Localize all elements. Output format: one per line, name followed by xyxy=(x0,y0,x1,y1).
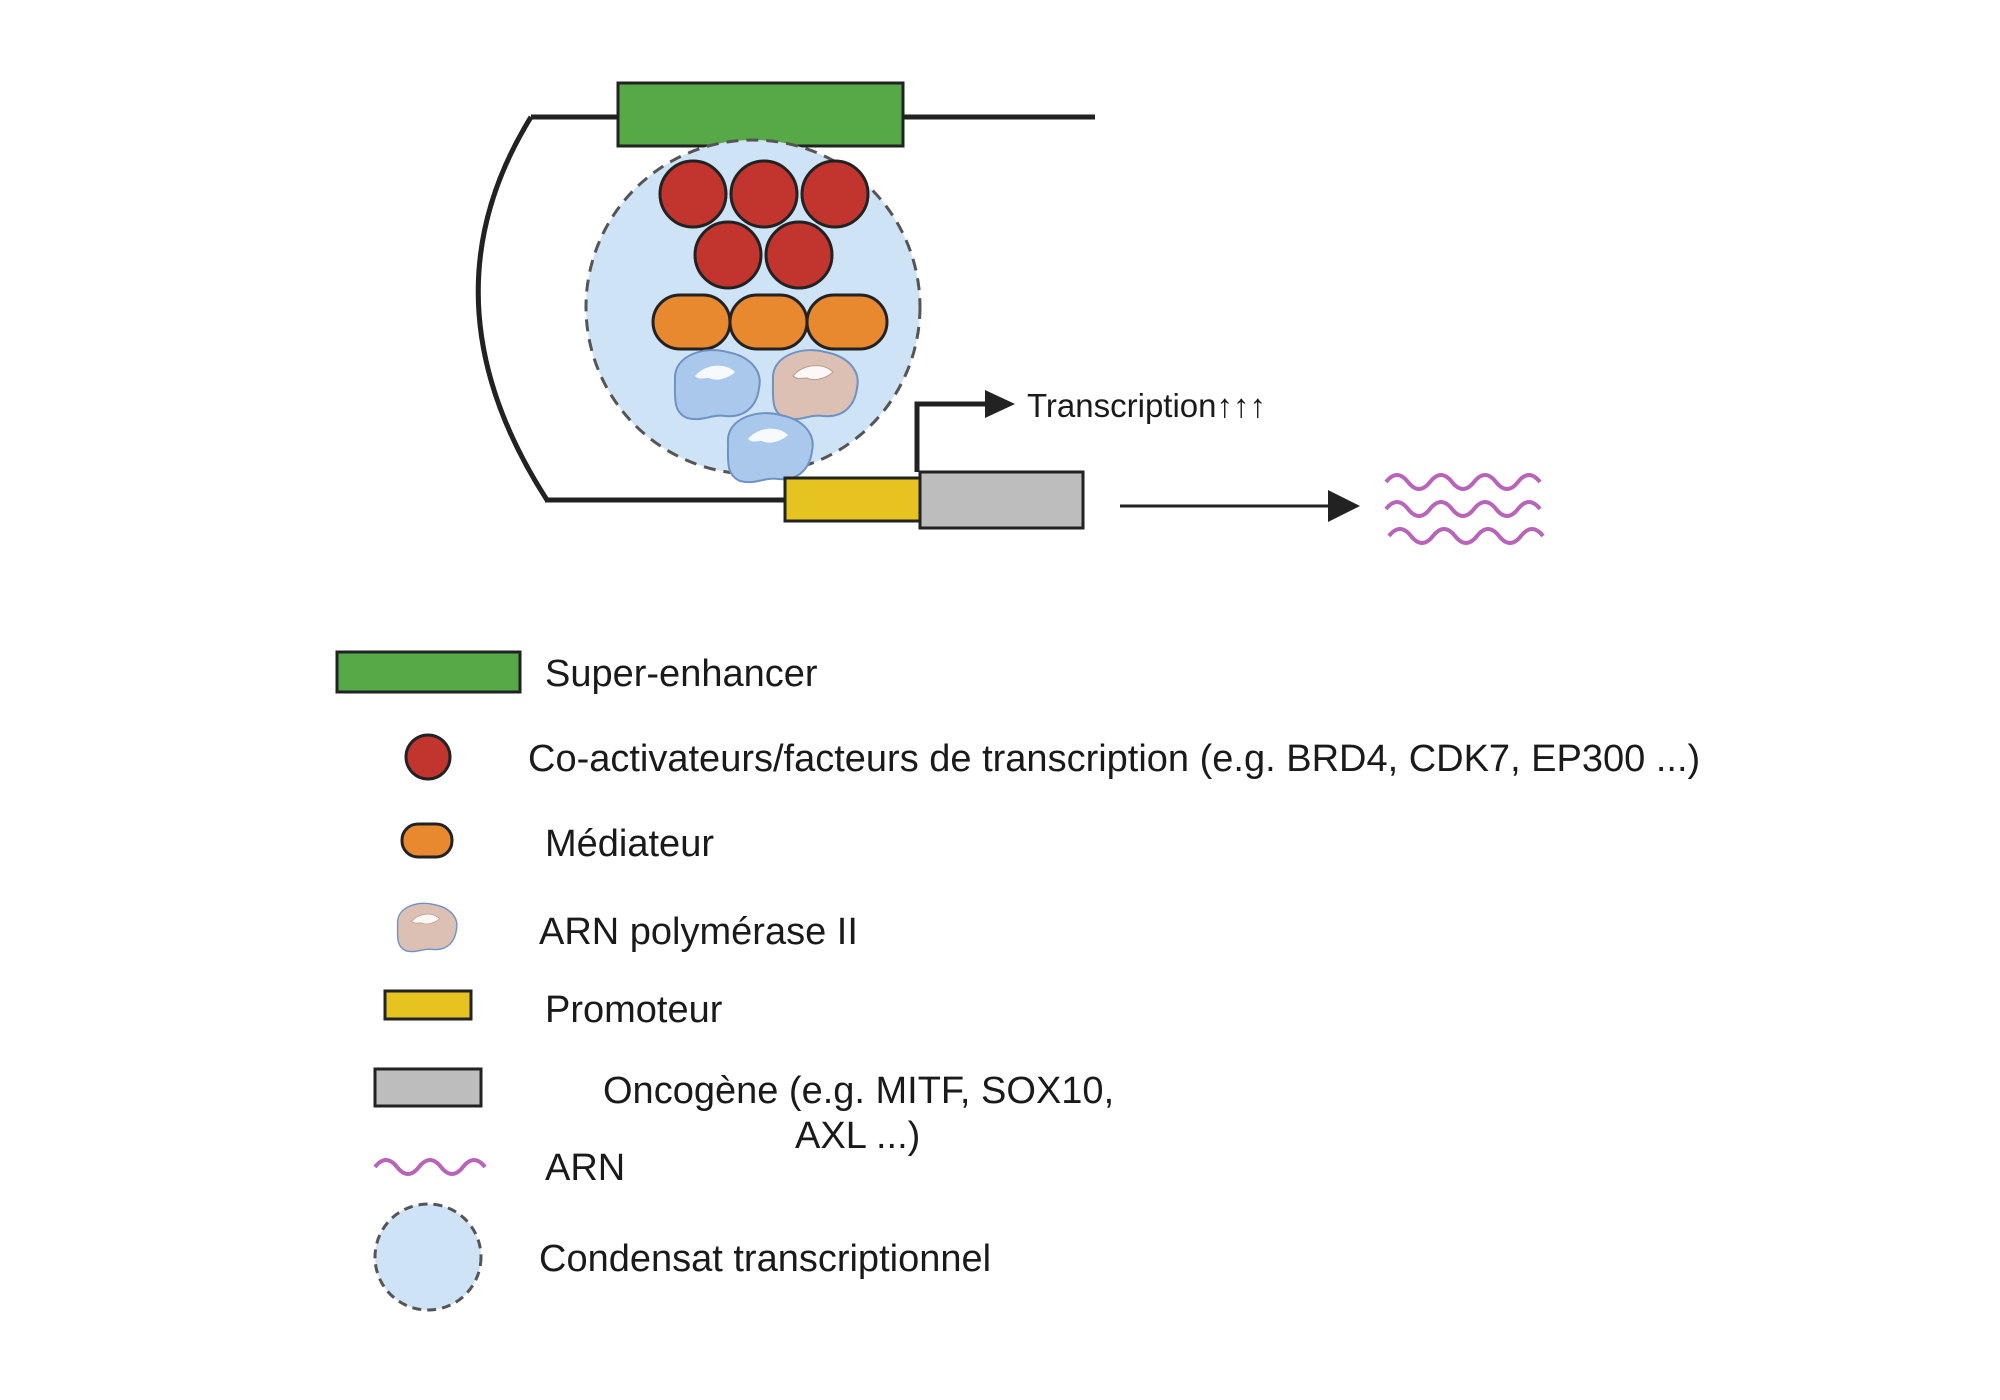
legend-coactivator-label: Co-activateurs/facteurs de transcription… xyxy=(528,738,1700,780)
legend-promoter-swatch xyxy=(383,989,473,1021)
rna-wave-icon xyxy=(1387,527,1545,545)
legend-rna-label: ARN xyxy=(545,1147,625,1189)
super-enhancer-block xyxy=(616,81,905,148)
coactivator-circle xyxy=(800,159,870,229)
mediator-pill xyxy=(805,293,889,351)
legend-oncogene-swatch xyxy=(373,1067,483,1108)
legend-coactivator-swatch xyxy=(404,733,452,781)
legend-oncogene-label-line2: AXL ...) xyxy=(795,1115,920,1157)
legend-super-enhancer-label: Super-enhancer xyxy=(545,653,818,695)
mediator-pill xyxy=(728,293,809,351)
legend-oncogene-label-line1: Oncogène (e.g. MITF, SOX10, xyxy=(603,1070,1114,1112)
rna-wave-icon xyxy=(1384,473,1542,491)
arrow-right-icon xyxy=(985,390,1015,418)
rna-polymerase-icon xyxy=(726,412,814,484)
legend-condensate-swatch xyxy=(373,1202,483,1312)
rna-polymerase-icon xyxy=(673,349,761,421)
mediator-cluster xyxy=(651,293,889,351)
legend-rna-wave-icon xyxy=(373,1158,487,1176)
transcription-label: Transcription↑↑↑ xyxy=(1027,387,1266,424)
rna-polymerase-icon xyxy=(771,349,859,421)
dna-loop-curve xyxy=(475,115,550,502)
legend-super-enhancer-swatch xyxy=(335,650,522,694)
legend-polymerase-label: ARN polymérase II xyxy=(539,911,858,953)
transcription-start-arrow xyxy=(914,390,1015,472)
legend-condensate-label: Condensat transcriptionnel xyxy=(539,1238,991,1280)
coactivator-circle xyxy=(729,159,799,229)
coactivator-circle xyxy=(658,159,728,229)
legend: Super-enhancer Co-activateurs/facteurs d… xyxy=(335,650,1700,1312)
legend-promoter-label: Promoteur xyxy=(545,989,723,1031)
rna-wave-icon xyxy=(1384,500,1542,518)
rna-product xyxy=(1384,473,1545,545)
arrow-right-icon xyxy=(1328,490,1360,522)
coactivator-cluster xyxy=(658,159,870,290)
oncogene-block xyxy=(918,470,1085,530)
legend-polymerase-icon xyxy=(396,902,458,953)
promoter-block xyxy=(783,476,922,523)
output-arrow xyxy=(1120,490,1360,522)
coactivator-circle xyxy=(693,220,763,290)
legend-mediator-swatch xyxy=(400,822,454,859)
coactivator-circle xyxy=(764,220,834,290)
mediator-pill xyxy=(651,293,732,351)
legend-mediator-label: Médiateur xyxy=(545,823,714,865)
